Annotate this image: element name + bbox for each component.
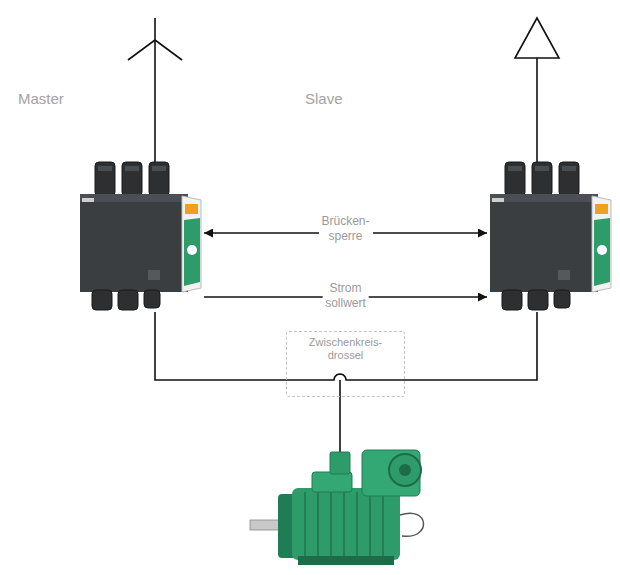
drive-unit: [490, 162, 611, 310]
drive-node: Slave: [488, 160, 613, 312]
dc-link-wire: [155, 312, 537, 380]
drive-unit: [80, 162, 201, 310]
motor-lead: [339, 380, 341, 452]
unit-heading: Master: [18, 90, 64, 107]
star-symbol: [128, 18, 182, 162]
drive-picture: [488, 160, 613, 312]
unit-heading: Slave: [305, 90, 343, 107]
choke-box: Zwischenkreis- drossel: [286, 331, 405, 397]
delta-symbol: [515, 18, 559, 162]
dc-motor: [250, 450, 424, 565]
drive-node: Master: [78, 160, 203, 312]
choke-label: Zwischenkreis- drossel: [306, 336, 385, 362]
drive-picture: [78, 160, 203, 312]
edge-label: Brücken- sperre: [318, 214, 372, 244]
edge-label: Strom sollwert: [322, 281, 369, 311]
